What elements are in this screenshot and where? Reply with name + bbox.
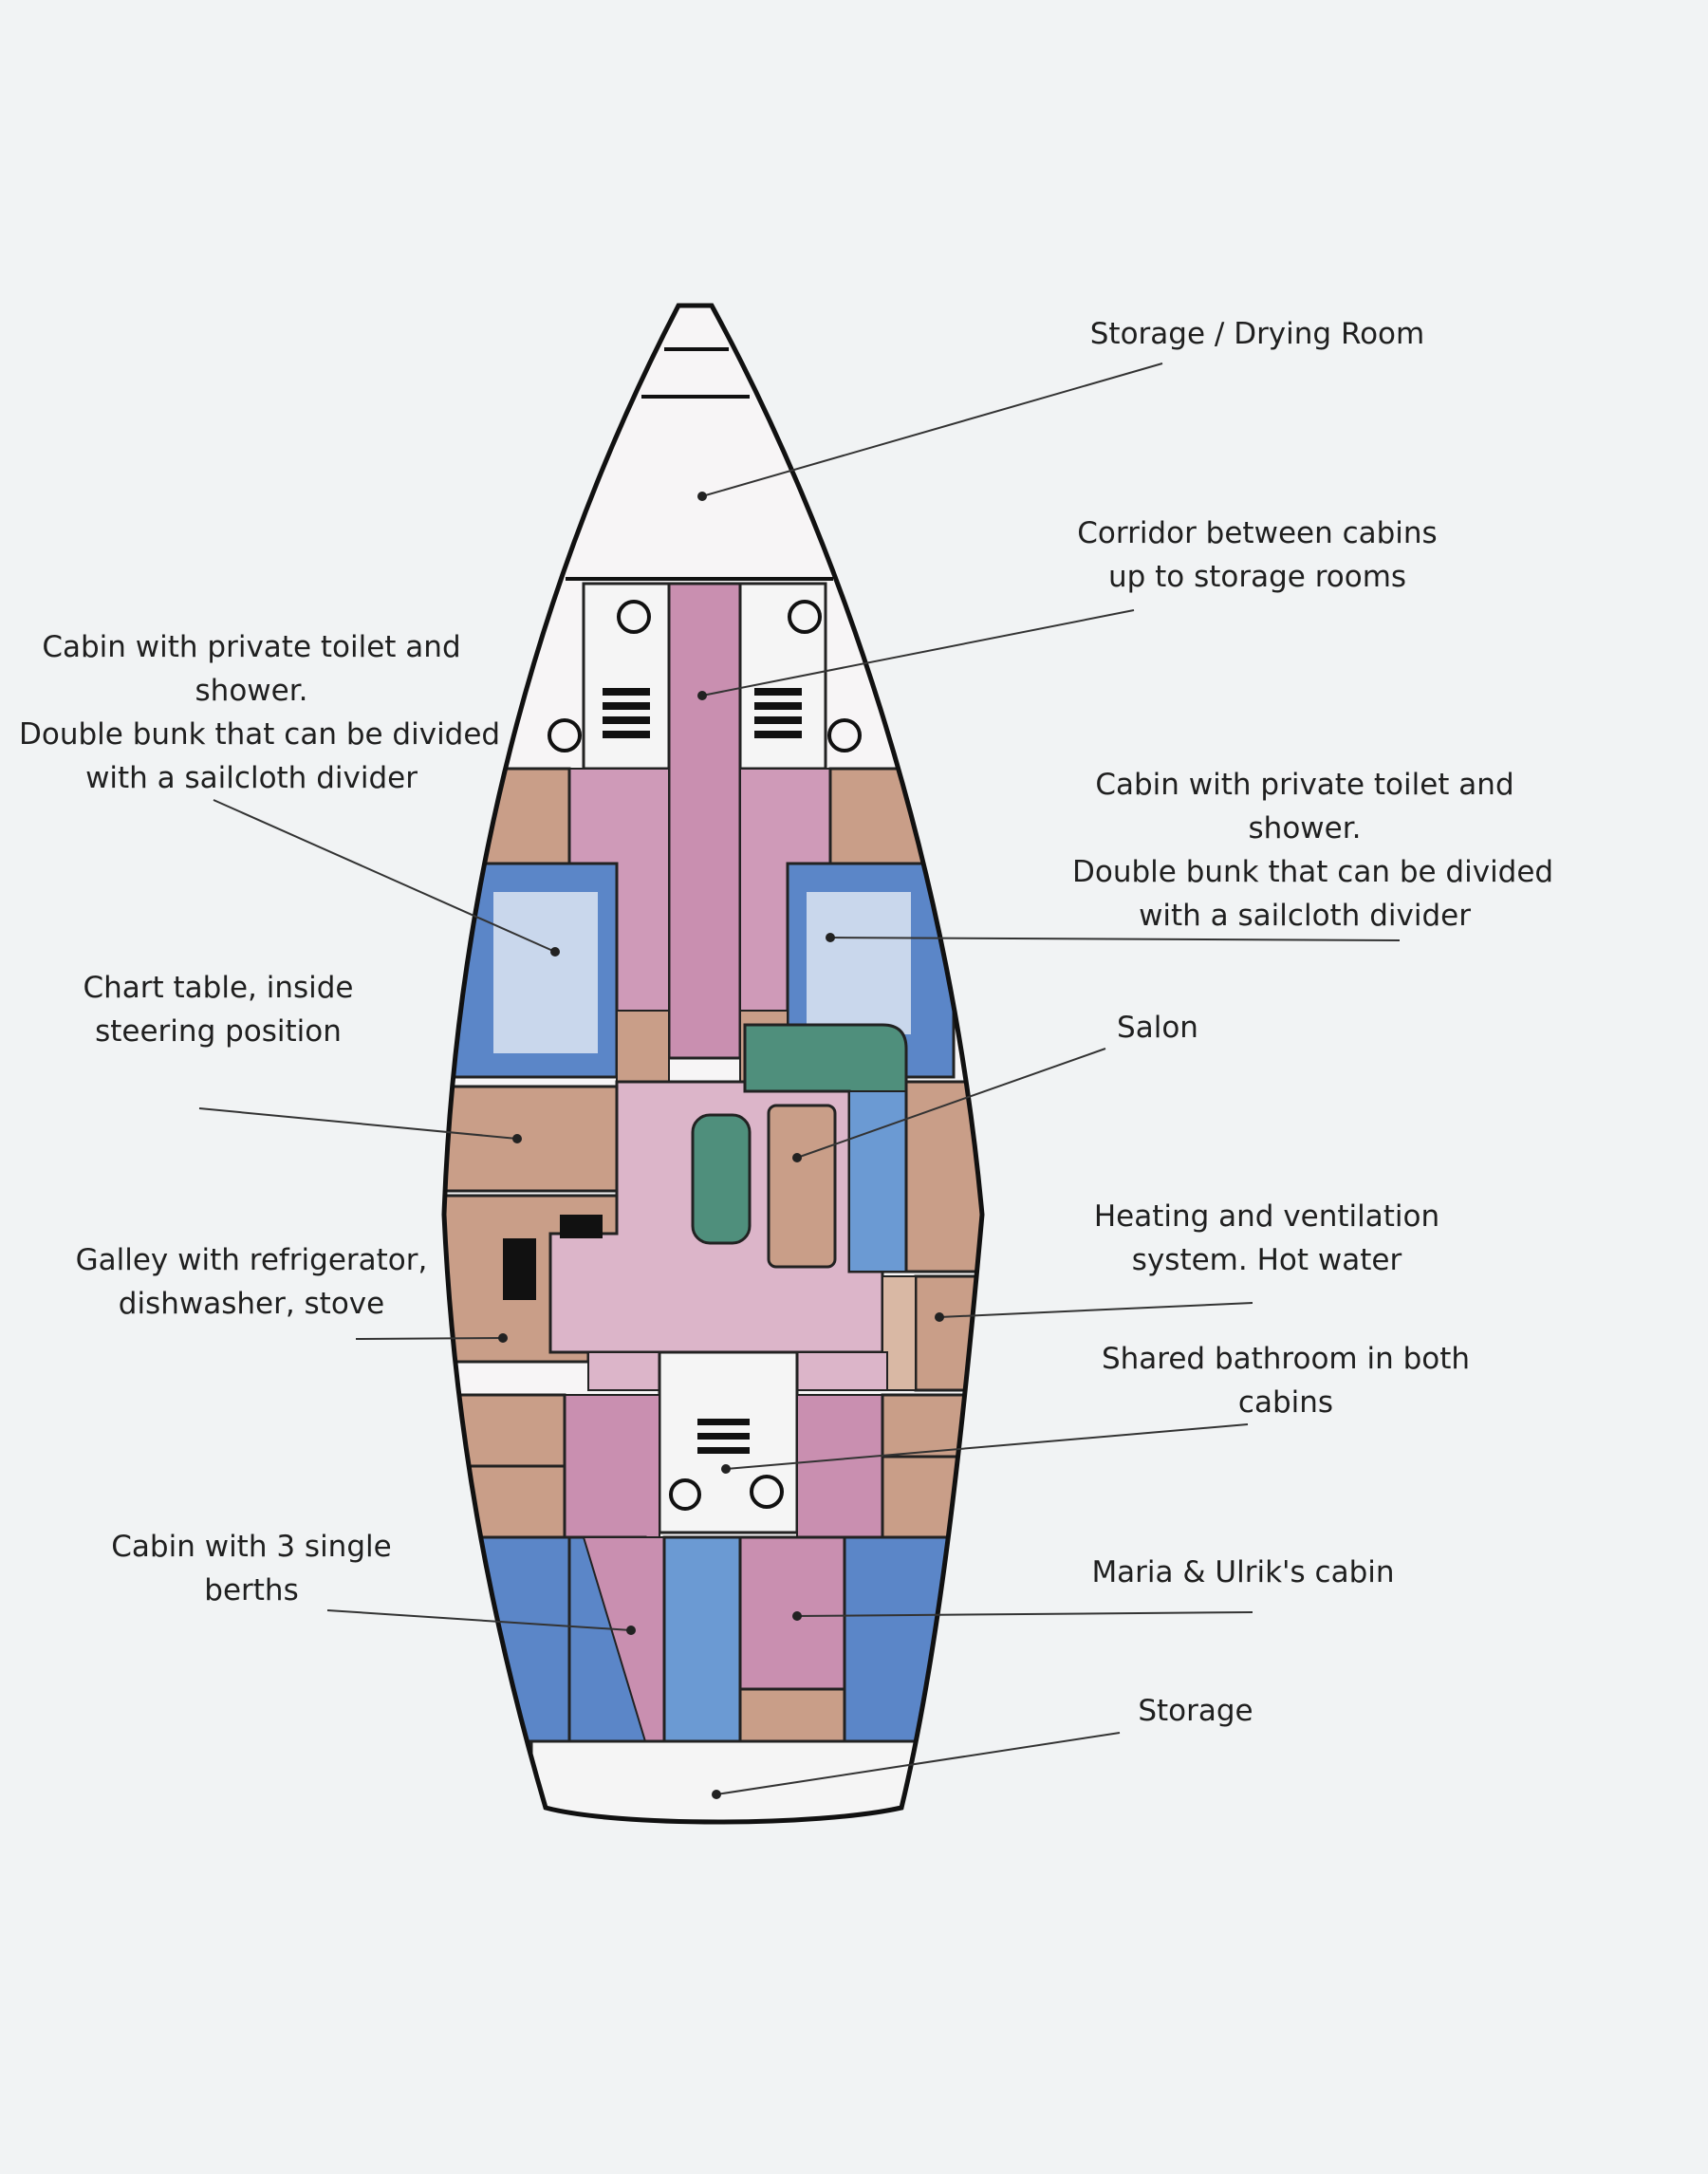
leader-corridor <box>701 609 1135 697</box>
label-line: up to storage rooms <box>1107 560 1407 594</box>
leader-lines <box>198 362 1401 1795</box>
shower-grate-icon <box>754 688 802 738</box>
interior <box>444 582 982 1822</box>
label-line: Cabin with private toilet and <box>42 630 461 664</box>
label-line: cabins <box>1237 1385 1334 1420</box>
step-port <box>616 1010 670 1087</box>
label-line: dishwasher, stove <box>118 1287 385 1321</box>
leader-storage-aft <box>715 1732 1121 1795</box>
salon-sofa-blue <box>848 1090 907 1273</box>
leader-galley <box>355 1337 504 1340</box>
leader-shared-bathroom <box>725 1423 1249 1470</box>
label-line: berths <box>204 1573 299 1607</box>
label-line: Cabin with private toilet and <box>1095 768 1514 802</box>
label-line: Storage / Drying Room <box>1089 317 1425 351</box>
label-line: shower. <box>1248 811 1362 845</box>
label-shared-bathroom: Shared bathroom in both cabins <box>1091 1337 1480 1424</box>
label-storage-aft: Storage <box>1091 1689 1300 1733</box>
label-line: Storage <box>1138 1694 1253 1728</box>
label-line: Salon <box>1117 1011 1198 1045</box>
salon-sofa-small <box>691 1113 752 1245</box>
label-line: system. Hot water <box>1131 1243 1402 1277</box>
toilet-icon <box>669 1478 701 1511</box>
label-line: Double bunk that can be divided <box>1072 855 1554 889</box>
label-line: Double bunk that can be divided <box>19 717 501 752</box>
berth-fore-starboard-inner <box>807 892 911 1034</box>
cabinet-aft-port-1 <box>454 1393 566 1468</box>
label-line: Heating and ventilation <box>1093 1199 1440 1234</box>
label-line: Chart table, inside <box>83 971 354 1005</box>
shower-grate-icon <box>603 688 650 738</box>
leader-dots <box>498 492 944 1799</box>
head-port <box>582 582 671 771</box>
shared-bathroom <box>658 1350 799 1534</box>
label-line: Shared bathroom in both <box>1101 1342 1471 1376</box>
galley-stove <box>560 1215 603 1238</box>
label-storage-drying-room: Storage / Drying Room <box>1053 312 1461 356</box>
label-chart-table: Chart table, inside steering position <box>66 966 370 1053</box>
label-cabin-fore-starboard: Cabin with private toilet and shower. Doub… <box>1072 763 1554 938</box>
shower-grate-icon <box>697 1419 750 1454</box>
label-line: Galley with refrigerator, <box>75 1243 428 1277</box>
label-line: shower. <box>195 674 308 708</box>
label-galley: Galley with refrigerator, dishwasher, sto… <box>66 1238 436 1326</box>
label-line: Maria & Ulrik's cabin <box>1091 1555 1395 1589</box>
berth-aft-port-1 <box>473 1535 585 1743</box>
galley-sink <box>503 1238 536 1300</box>
berth-fore-port-inner <box>493 892 598 1053</box>
aft-corridor-starboard <box>796 1394 883 1538</box>
label-cabin-three-berths: Cabin with 3 single berths <box>104 1525 399 1612</box>
label-corridor: Corridor between cabins up to storage roo… <box>1053 511 1461 599</box>
salon-table <box>767 1104 837 1269</box>
leader-cabin-fore-starboard <box>829 937 1401 941</box>
label-salon: Salon <box>1063 1006 1253 1050</box>
berth-aft-middle <box>662 1535 742 1743</box>
washbasin-icon <box>827 718 862 753</box>
label-line: with a sailcloth divider <box>1139 899 1471 933</box>
hull-outline <box>441 303 985 1825</box>
washbasin-icon <box>548 718 582 753</box>
leader-salon <box>796 1048 1106 1159</box>
leader-owners <box>796 1611 1253 1617</box>
berth-owners <box>843 1535 979 1743</box>
chart-table <box>444 1085 619 1193</box>
label-heating: Heating and ventilation system. Hot water <box>1091 1195 1442 1282</box>
toilet-icon <box>788 600 822 634</box>
corridor-fore <box>667 582 742 1060</box>
toilet-icon <box>617 600 651 634</box>
label-owners-cabin: Maria & Ulrik's cabin <box>1063 1551 1423 1594</box>
leader-chart-table <box>198 1107 518 1140</box>
leader-heating <box>938 1302 1253 1318</box>
leader-storage-drying <box>701 362 1163 497</box>
owners-cabin-step <box>738 1687 846 1743</box>
label-line: with a sailcloth divider <box>85 761 418 795</box>
label-cabin-fore-port: Cabin with private toilet and shower. Doub… <box>19 625 501 800</box>
storage-aft-area <box>529 1739 932 1822</box>
head-starboard <box>738 582 827 771</box>
aft-corridor-port <box>564 1394 660 1538</box>
label-line: Cabin with 3 single <box>111 1530 392 1564</box>
leader-cabin-three <box>326 1609 632 1631</box>
washbasin-icon <box>750 1475 784 1509</box>
label-line: Corridor between cabins <box>1077 516 1438 550</box>
cabinet-aft-starboard-2 <box>881 1455 975 1539</box>
label-line: steering position <box>95 1014 342 1049</box>
leader-cabin-fore-port <box>213 799 556 953</box>
